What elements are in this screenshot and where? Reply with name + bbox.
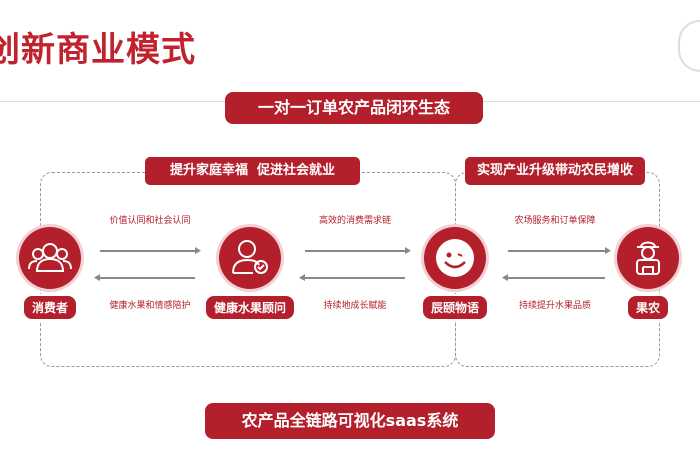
node-label-consumer: 消费者	[21, 294, 79, 321]
flow-label: 持续地成长赋能	[323, 301, 387, 311]
node-advisor	[219, 227, 281, 289]
smiley-logo-icon	[436, 239, 474, 277]
arrow-right	[100, 250, 195, 252]
arrow-left	[100, 277, 195, 279]
people-group-icon	[28, 243, 72, 272]
flow-label: 农场服务和订单保障	[514, 216, 596, 226]
arrow-left	[508, 277, 605, 279]
left-group-label: 提升家庭幸福 促进社会就业	[145, 157, 360, 185]
arrow-right	[305, 250, 405, 252]
flow-label: 持续提升水果品质	[518, 301, 592, 311]
node-consumer	[19, 227, 81, 289]
farmer-icon	[636, 241, 660, 275]
bottom-banner: 农产品全链路可视化saas系统	[205, 403, 495, 439]
node-label-brand: 辰颐物语	[420, 294, 490, 321]
node-farmer	[617, 227, 679, 289]
top-banner: 一对一订单农产品闭环生态	[225, 92, 483, 124]
flow-label: 价值认同和社会认同	[109, 216, 191, 226]
node-brand	[424, 227, 486, 289]
page-title: 创新商业模式	[0, 30, 196, 70]
advisor-badge-icon	[232, 240, 268, 274]
flow-label: 高效的消费需求链	[318, 216, 392, 226]
right-group-label: 实现产业升级带动农民增收	[465, 157, 645, 185]
flow-label: 健康水果和情感陪护	[109, 301, 191, 311]
node-label-farmer: 果农	[625, 294, 671, 321]
node-label-advisor: 健康水果顾问	[203, 294, 297, 321]
decorative-circle	[678, 20, 700, 72]
arrow-right	[508, 250, 605, 252]
arrow-left	[305, 277, 405, 279]
